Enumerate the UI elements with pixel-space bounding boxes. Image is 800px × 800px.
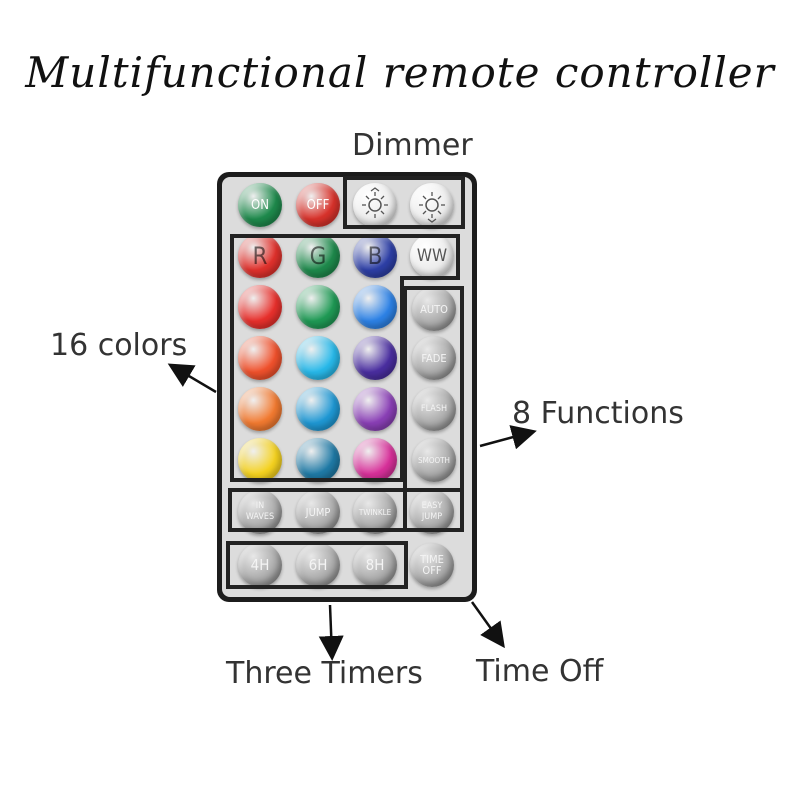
easy-jump-button[interactable]: EASY JUMP: [410, 490, 454, 534]
jump-button[interactable]: JUMP: [296, 490, 340, 534]
dim-down-button[interactable]: [353, 183, 397, 227]
functions-label: 8 Functions: [512, 396, 684, 431]
color-button[interactable]: [238, 285, 282, 329]
auto-button[interactable]: AUTO: [412, 287, 456, 331]
page-title: Multifunctional remote controller: [25, 48, 775, 97]
color-button[interactable]: [296, 285, 340, 329]
color-button[interactable]: [238, 336, 282, 380]
timer-4h-button[interactable]: 4H: [238, 543, 282, 587]
color-button[interactable]: [238, 438, 282, 482]
color-button[interactable]: [296, 387, 340, 431]
time-off-button[interactable]: TIME OFF: [410, 543, 454, 587]
warm-white-button[interactable]: WW: [410, 234, 454, 278]
color-button[interactable]: [238, 387, 282, 431]
color-button[interactable]: [353, 438, 397, 482]
colors-arrow: [167, 363, 217, 394]
color-button[interactable]: [353, 336, 397, 380]
color-button[interactable]: [353, 285, 397, 329]
brightness-up-icon: [419, 192, 445, 223]
fade-button[interactable]: FADE: [412, 336, 456, 380]
dim-up-button[interactable]: [410, 183, 454, 227]
color-button[interactable]: [353, 387, 397, 431]
timers-arrow: [318, 604, 344, 661]
color-button[interactable]: [296, 438, 340, 482]
time-off-label: Time Off: [476, 654, 604, 689]
time-off-arrow: [470, 601, 505, 649]
red-button[interactable]: R: [238, 234, 282, 278]
functions-arrow: [479, 425, 537, 450]
colors-label: 16 colors: [50, 328, 188, 363]
smooth-button[interactable]: SMOOTH: [412, 438, 456, 482]
dimmer-label: Dimmer: [352, 128, 473, 163]
on-button[interactable]: ON: [238, 183, 282, 227]
timer-6h-button[interactable]: 6H: [296, 543, 340, 587]
brightness-down-icon: [362, 187, 388, 218]
off-button[interactable]: OFF: [296, 183, 340, 227]
timers-label: Three Timers: [226, 656, 423, 691]
color-button[interactable]: [296, 336, 340, 380]
flash-button[interactable]: FLASH: [412, 387, 456, 431]
in-waves-button[interactable]: IN WAVES: [238, 490, 282, 534]
blue-button[interactable]: B: [353, 234, 397, 278]
timer-8h-button[interactable]: 8H: [353, 543, 397, 587]
twinkle-button[interactable]: TWINKLE: [353, 490, 397, 534]
green-button[interactable]: G: [296, 234, 340, 278]
